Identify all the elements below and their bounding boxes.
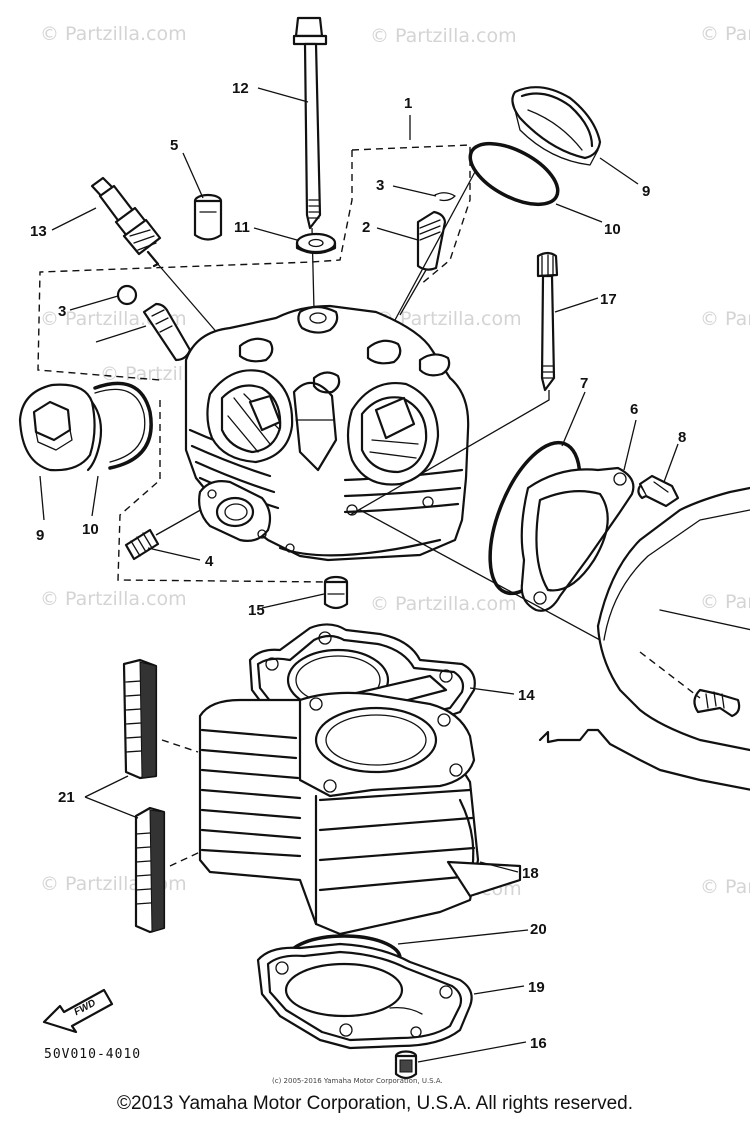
callout-14: 14 — [518, 687, 535, 704]
callout-21: 21 — [58, 789, 75, 806]
o-ring-10-top — [394, 141, 560, 321]
tappet-cover-9-top — [511, 86, 602, 166]
bolt-17 — [349, 251, 559, 516]
callout-17: 17 — [600, 291, 617, 308]
dowel-pin-16 — [394, 1050, 418, 1080]
crankcase-outline — [359, 486, 750, 791]
callout-15: 15 — [248, 602, 265, 619]
callout-4: 4 — [205, 553, 214, 570]
leader-lines — [39, 87, 679, 1063]
side-cover-6 — [520, 466, 635, 612]
callout-19: 19 — [528, 979, 545, 996]
callout-11: 11 — [234, 219, 250, 236]
assembly-1-bracket — [37, 144, 471, 583]
cylinder-head — [184, 304, 470, 562]
callout-1: 1 — [404, 95, 412, 112]
watermark: © Partzilla.com — [700, 591, 750, 613]
callout-12: 12 — [232, 80, 249, 97]
damper-strip-21-bottom — [134, 806, 166, 934]
valve-guide-2-top — [399, 210, 447, 316]
watermark: © Partzilla.com — [375, 308, 522, 330]
callout-10-top: 10 — [604, 221, 621, 238]
diagram-code: 50V010-4010 — [44, 1047, 141, 1062]
tappet-cover-9-left — [18, 383, 103, 472]
cotter-3-top — [434, 192, 456, 202]
callout-6: 6 — [630, 401, 638, 418]
callout-labels: 1 2 3 3 4 5 6 7 8 9 9 10 10 11 12 13 14 … — [30, 80, 686, 1052]
callout-10-left: 10 — [82, 521, 99, 538]
dowel-pin-5 — [193, 193, 223, 241]
watermark: © Partzilla.com — [40, 23, 187, 45]
watermark: © Partzilla.com — [370, 25, 517, 47]
cotter-3-left — [116, 284, 138, 306]
callout-9-left: 9 — [36, 527, 44, 544]
watermark: © Partzilla.com — [700, 23, 750, 45]
base-gasket-19 — [256, 942, 473, 1050]
bolt-8 — [637, 474, 680, 508]
damper-strip-21-top — [122, 658, 158, 780]
callout-2: 2 — [362, 219, 370, 236]
stud-bolt-4 — [124, 507, 205, 561]
watermark: © Partzilla.com — [40, 588, 187, 610]
watermark: © Partzilla.com — [370, 593, 517, 615]
callout-5: 5 — [170, 137, 178, 154]
head-bolt-12 — [292, 16, 328, 311]
copyright-notice: ©2013 Yamaha Motor Corporation, U.S.A. A… — [117, 1093, 633, 1114]
washer-11 — [295, 232, 337, 255]
callout-13: 13 — [30, 223, 47, 240]
small-copyright: (c) 2005-2016 Yamaha Motor Corporation, … — [272, 1077, 443, 1085]
watermark: © Partzilla.com — [700, 308, 750, 330]
callout-3-top: 3 — [376, 177, 384, 194]
dowel-pin-15 — [323, 575, 349, 610]
callout-8: 8 — [678, 429, 686, 446]
callout-3-left: 3 — [58, 303, 66, 320]
callout-9-top: 9 — [642, 183, 650, 200]
callout-20: 20 — [530, 921, 547, 938]
watermark: © Partzilla.com — [700, 876, 750, 898]
forward-arrow-icon: FWD — [42, 988, 114, 1034]
callout-16: 16 — [530, 1035, 547, 1052]
callout-7: 7 — [580, 375, 588, 392]
o-ring-10-left — [93, 381, 153, 470]
cylinder-block — [198, 691, 522, 936]
callout-18: 18 — [522, 865, 539, 882]
